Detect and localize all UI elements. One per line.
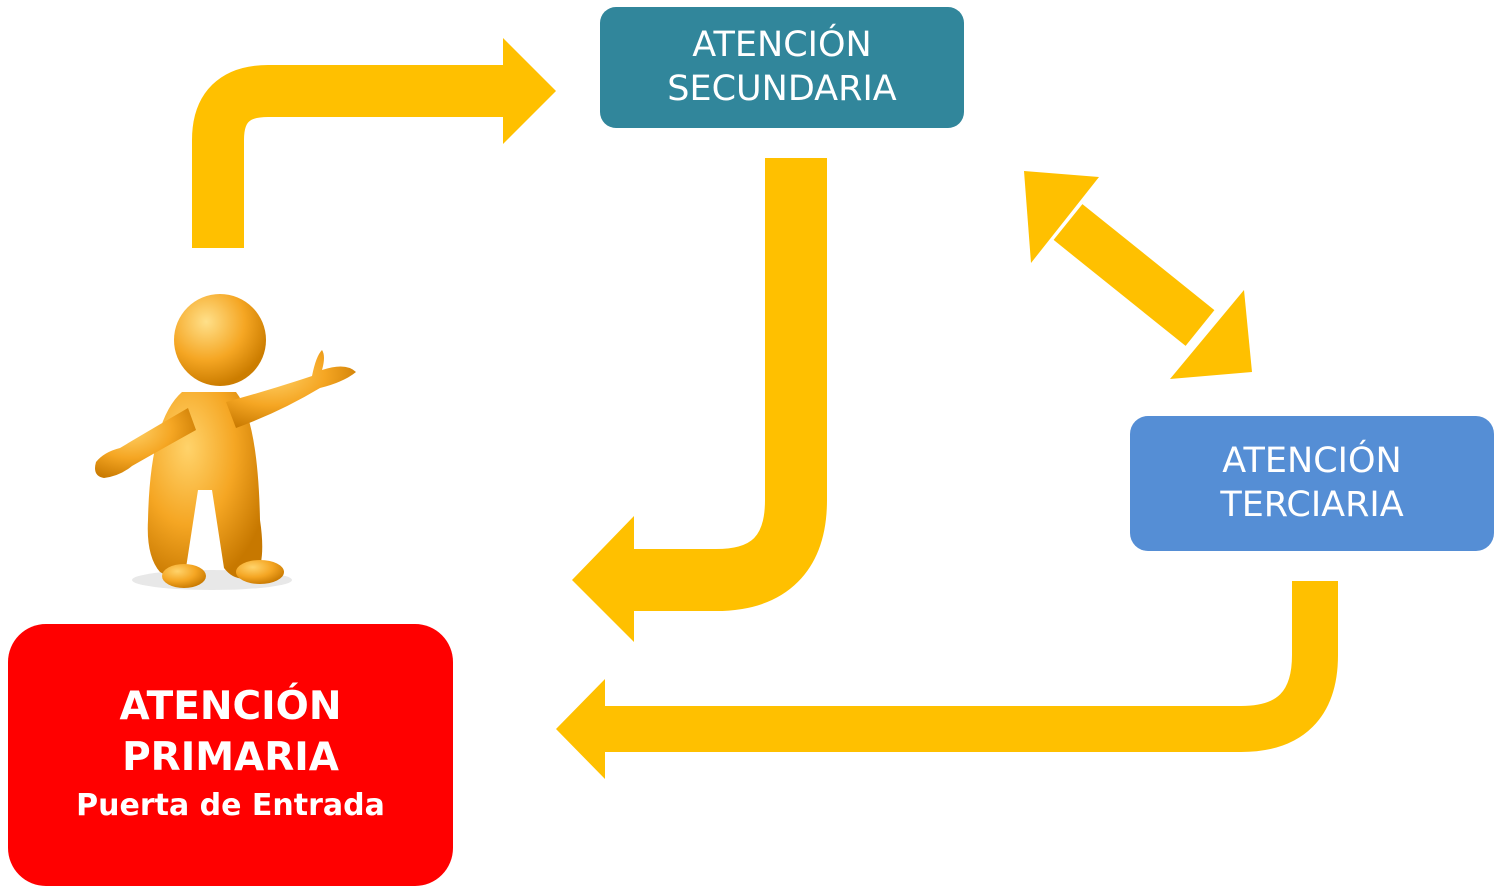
node-terciaria-line1: ATENCIÓN: [1222, 440, 1402, 481]
node-primaria-line1: ATENCIÓN: [119, 683, 342, 729]
node-secundaria-line1: ATENCIÓN: [692, 24, 872, 65]
arrow-secundaria-to-primaria: [572, 158, 827, 642]
presenting-person-icon: [95, 294, 356, 590]
arrow-secundaria-terciaria-bidirectional: [1024, 171, 1252, 379]
arrow-terciaria-to-primaria: [556, 581, 1338, 779]
node-atencion-secundaria: ATENCIÓN SECUNDARIA: [600, 7, 964, 128]
node-atencion-primaria: ATENCIÓN PRIMARIA Puerta de Entrada: [8, 624, 453, 886]
node-atencion-terciaria: ATENCIÓN TERCIARIA: [1130, 416, 1494, 551]
node-primaria-line2: PRIMARIA: [122, 734, 339, 780]
node-secundaria-line2: SECUNDARIA: [667, 68, 897, 109]
node-primaria-subtitle: Puerta de Entrada: [76, 788, 385, 824]
arrow-primaria-to-secundaria: [192, 38, 556, 248]
node-terciaria-line2: TERCIARIA: [1220, 484, 1404, 525]
